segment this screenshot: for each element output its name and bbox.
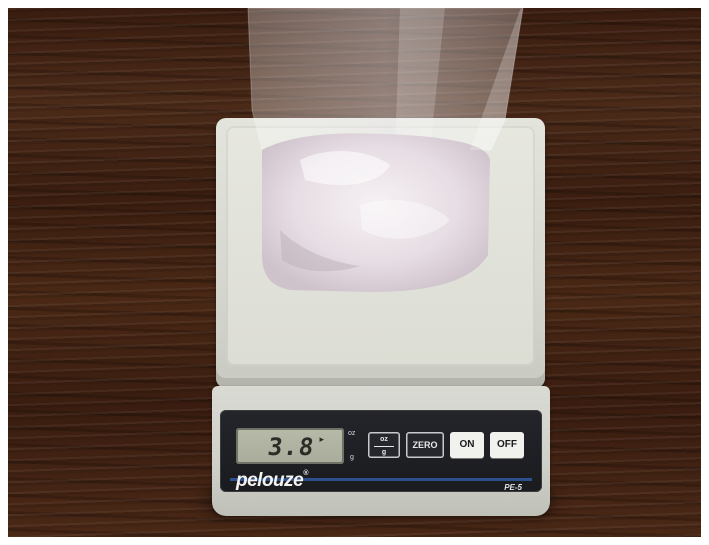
unit-toggle-oz: oz (380, 436, 388, 443)
bag-fold-shine (395, 8, 445, 150)
unit-label-g: g (350, 454, 354, 461)
unit-toggle-button[interactable]: oz g (368, 432, 400, 458)
powder-shadow (280, 230, 360, 272)
model-label: PE-5 (502, 483, 522, 492)
scale-base: 3.8 ▸ oz g oz g ZERO ON OFF pelouze® PE-… (212, 386, 550, 516)
unit-label-oz: oz (348, 430, 356, 437)
on-button[interactable]: ON (450, 432, 484, 458)
zero-button[interactable]: ZERO (406, 432, 444, 458)
brand-logo: pelouze® (236, 470, 308, 492)
off-button[interactable]: OFF (490, 432, 524, 458)
brand-name: pelouze (236, 470, 304, 491)
powder-highlight-1 (300, 150, 390, 185)
bag-right-edge (470, 8, 523, 150)
unit-toggle-g: g (381, 449, 387, 456)
lcd-display: 3.8 ▸ (236, 428, 344, 464)
powder-highlight-2 (360, 200, 450, 239)
unit-toggle-divider (374, 446, 394, 447)
control-panel: 3.8 ▸ oz g oz g ZERO ON OFF pelouze® PE-… (220, 410, 542, 492)
bag-upper (247, 7, 524, 151)
brand-mark: ® (303, 470, 308, 477)
panel-accent-stripe (230, 478, 532, 481)
model-name: PE-5 (504, 483, 522, 492)
readout-indicator: ▸ (319, 434, 324, 444)
